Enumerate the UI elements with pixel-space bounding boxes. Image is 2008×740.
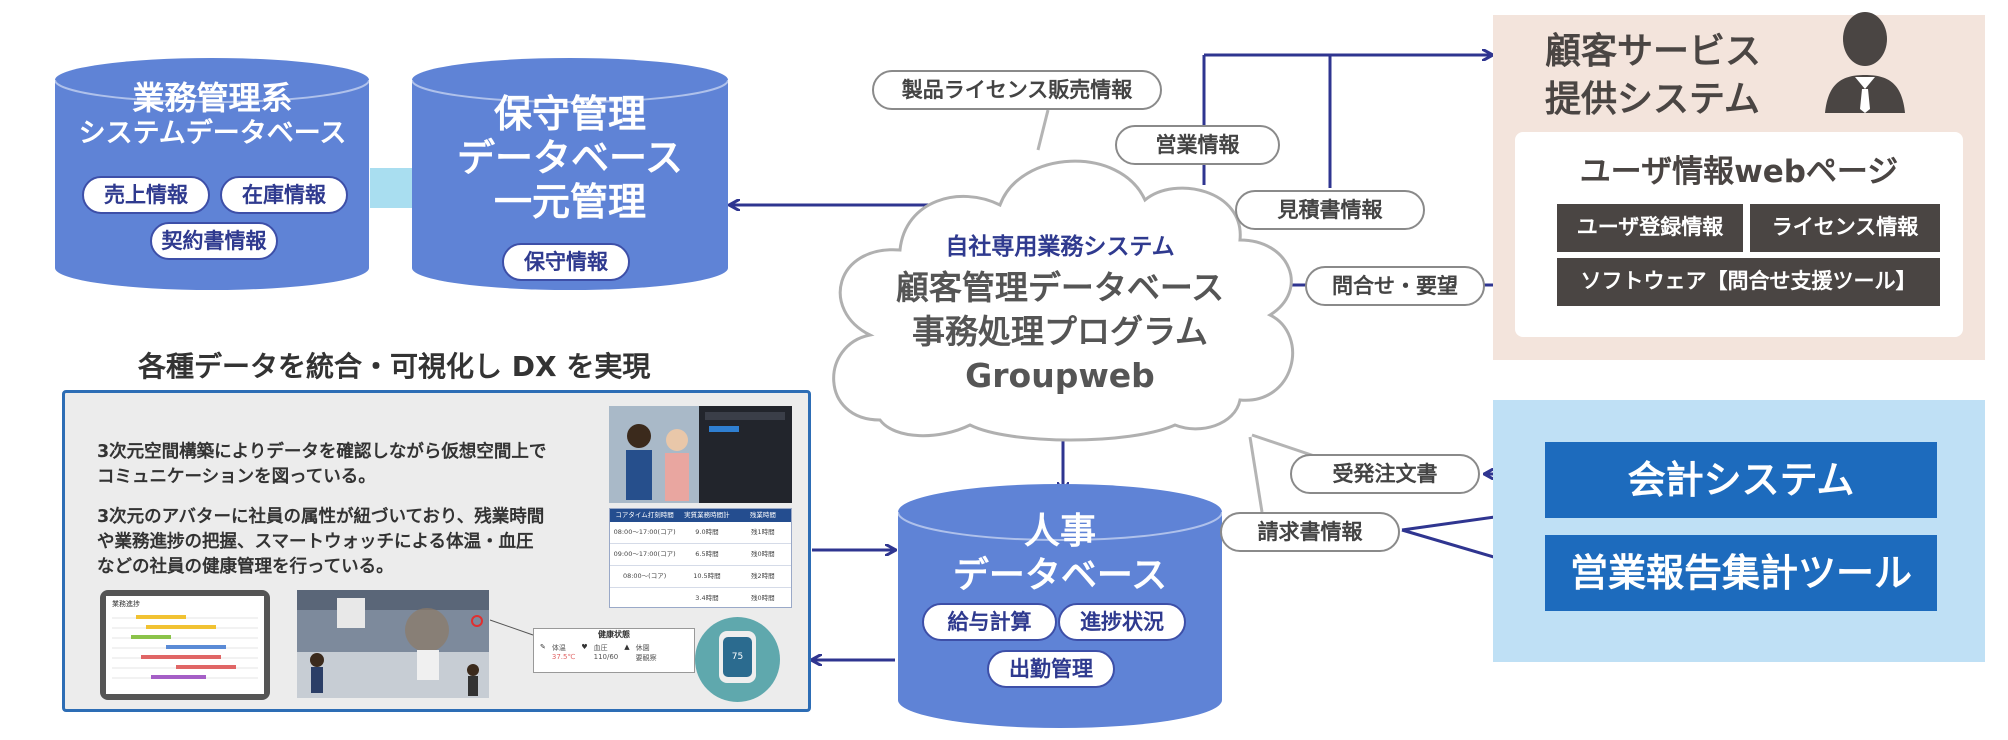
label-sales-info: 営業情報 xyxy=(1115,125,1280,165)
table-row: 09:00～17:00(コア) 6.5時間 残0時間 xyxy=(610,544,791,566)
table-cell: 残0時間 xyxy=(750,550,775,558)
gantt-chart-screen: 業務進捗 xyxy=(106,596,264,694)
heart-icon: ♥ xyxy=(581,643,588,651)
tag-license: ライセンス情報 xyxy=(1750,204,1940,252)
customer-service-title: 顧客サービス 提供システム xyxy=(1545,28,1761,124)
customer-service-title-line2: 提供システム xyxy=(1545,79,1760,120)
health-status-card: 健康状態 ✎ 体温 37.5℃ ♥ 血圧 110/60 ▲ 休園 要観察 xyxy=(533,628,695,673)
cloud-line2: 事務処理プログラム xyxy=(911,312,1208,351)
table-cell: 6.5時間 xyxy=(695,550,719,558)
thermometer-icon: ✎ xyxy=(540,643,546,651)
gyomu-db-title-line2: システムデータベース xyxy=(78,118,347,149)
rest-icon: ▲ xyxy=(624,643,630,651)
table-row: 08:00～17:00(コア) 9.0時間 残1時間 xyxy=(610,522,791,544)
label-product-license: 製品ライセンス販売情報 xyxy=(872,70,1162,110)
tablet-device: 業務進捗 xyxy=(100,590,270,700)
rest-value: 要観察 xyxy=(635,654,657,662)
cloud-line3: Groupweb xyxy=(965,356,1155,395)
dx-para1-line1: 3次元空間構築によりデータを確認しながら仮想空間上で xyxy=(97,442,547,462)
dx-para1-line2: コミュニケーションを図っている。 xyxy=(97,467,376,487)
table-cell: 9.0時間 xyxy=(695,528,719,536)
dx-para2-line1: 3次元のアバターに社員の属性が紐づいており、残業時間 xyxy=(97,507,545,527)
dx-para2-line2: や業務進捗の把握、スマートウォッチによる体温・血圧 xyxy=(97,532,534,552)
cloud-content: 自社専用業務システム 顧客管理データベース 事務処理プログラム Groupweb xyxy=(870,232,1250,398)
label-estimate: 見積書情報 xyxy=(1235,190,1425,230)
bp-label: 血圧 xyxy=(593,644,608,652)
leader-product-license xyxy=(1036,109,1050,151)
gyomu-db-title: 業務管理系 システムデータベース xyxy=(60,80,365,152)
tag-software-support-tool: ソフトウェア【問合せ支援ツール】 xyxy=(1557,258,1940,306)
vr-meeting-image xyxy=(609,406,792,503)
table-cell: 08:00～(コア) xyxy=(622,572,667,580)
hr-db-title-line2: データベース xyxy=(952,555,1168,596)
tag-maintenance: 保守情報 xyxy=(502,243,630,281)
temp-label: 体温 xyxy=(551,644,566,652)
cloud-subtitle: 自社専用業務システム xyxy=(945,234,1175,260)
hoshu-db-title-line1: 保守管理 xyxy=(493,92,646,136)
user-person-icon xyxy=(1825,12,1905,113)
hr-db-title-line1: 人事 xyxy=(1023,511,1096,552)
dx-paragraph-1: 3次元空間構築によりデータを確認しながら仮想空間上で コミュニケーションを図って… xyxy=(97,440,546,490)
table-cell: 残1時間 xyxy=(750,528,775,536)
temp-value: 37.5℃ xyxy=(551,653,576,661)
gyomu-db-title-line1: 業務管理系 xyxy=(132,79,293,117)
dx-para2-line3: などの社員の健康管理を行っている。 xyxy=(97,557,394,577)
customer-service-title-line1: 顧客サービス xyxy=(1545,31,1762,72)
table-header-actual: 実質業務時間計 xyxy=(684,511,730,519)
table-header-core: コアタイム打刻時間 xyxy=(615,511,674,519)
user-info-webpage-title: ユーザ情報webページ xyxy=(1579,154,1899,190)
table-cell: 3.4時間 xyxy=(695,594,719,602)
health-title: 健康状態 xyxy=(598,630,630,639)
bp-value: 110/60 xyxy=(593,653,619,661)
label-inquiry: 問合せ・要望 xyxy=(1305,266,1485,306)
tag-sales: 売上情報 xyxy=(82,176,210,214)
smartwatch-icon: 75 xyxy=(719,631,756,683)
table-row: 3.4時間 残0時間 xyxy=(610,588,791,609)
health-metrics: ✎ 体温 37.5℃ ♥ 血圧 110/60 ▲ 休園 要観察 xyxy=(534,641,694,665)
watch-reading: 75 xyxy=(723,637,752,677)
gantt-title: 業務進捗 xyxy=(112,600,140,608)
hoshu-db-title: 保守管理 データベース 一元管理 xyxy=(415,92,725,224)
tag-contract: 契約書情報 xyxy=(150,222,278,260)
leader-invoice xyxy=(1248,436,1264,513)
table-row: 08:00～(コア) 10.5時間 残2時間 xyxy=(610,566,791,588)
tag-progress: 進捗状況 xyxy=(1058,603,1186,641)
tag-attendance: 出勤管理 xyxy=(987,650,1115,688)
tag-user-registration: ユーザ登録情報 xyxy=(1557,204,1743,252)
hr-db-cylinder xyxy=(898,484,1222,728)
accounting-system-box: 会計システム xyxy=(1545,442,1937,518)
time-table: コアタイム打刻時間 実質業務時間計 残業時間 08:00～17:00(コア) 9… xyxy=(609,508,792,608)
hoshu-db-cylinder xyxy=(412,58,728,290)
hoshu-db-title-line2: データベース xyxy=(456,136,684,180)
hoshu-db-title-line3: 一元管理 xyxy=(493,180,646,224)
table-cell: 残2時間 xyxy=(750,572,775,580)
gyomu-db-cylinder xyxy=(55,58,369,290)
table-header-overtime: 残業時間 xyxy=(749,511,776,519)
table-cell: 08:00～17:00(コア) xyxy=(613,528,676,536)
time-table-header: コアタイム打刻時間 実質業務時間計 残業時間 xyxy=(610,509,791,522)
label-order: 受発注文書 xyxy=(1290,454,1480,494)
table-cell: 残0時間 xyxy=(750,594,775,602)
gantt-bars xyxy=(112,615,258,679)
smartwatch-badge: 75 xyxy=(695,617,780,702)
table-cell: 10.5時間 xyxy=(693,572,721,580)
table-cell: 09:00～17:00(コア) xyxy=(613,550,676,558)
rest-label: 休園 xyxy=(635,644,650,652)
label-invoice: 請求書情報 xyxy=(1220,512,1400,552)
virtual-office-image xyxy=(297,590,489,698)
tag-payroll: 給与計算 xyxy=(922,603,1057,641)
sales-report-tool-box: 営業報告集計ツール xyxy=(1545,535,1937,611)
tag-inventory: 在庫情報 xyxy=(220,176,348,214)
cloud-line1: 顧客管理データベース xyxy=(895,268,1225,307)
dx-paragraph-2: 3次元のアバターに社員の属性が紐づいており、残業時間 や業務進捗の把握、スマート… xyxy=(97,505,544,580)
hr-db-title: 人事 データベース xyxy=(898,510,1222,598)
dx-heading: 各種データを統合・可視化し DX を実現 xyxy=(138,350,651,383)
